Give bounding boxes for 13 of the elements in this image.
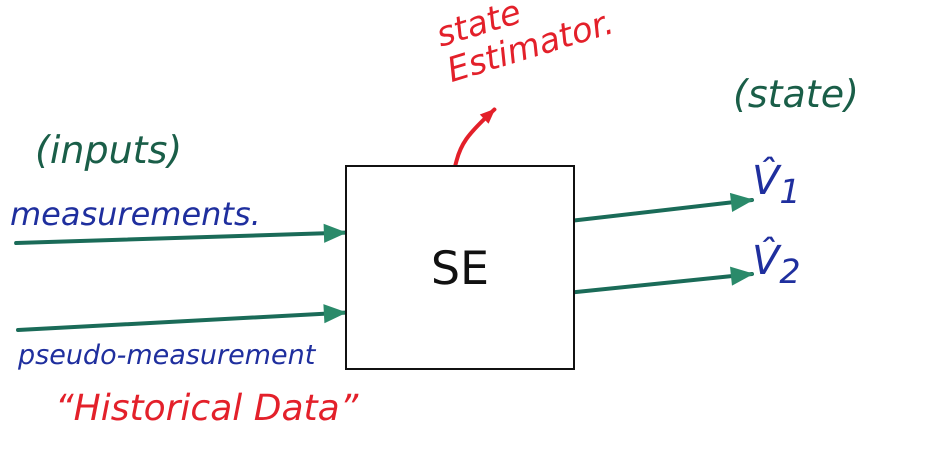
output-label: V̂$_{1}$ [752,158,822,218]
group-label: (state) [733,72,859,116]
group-label: (inputs) [35,128,182,172]
arrow [573,192,754,222]
output-label: V̂$_{2}$ [752,238,822,298]
arrow [453,107,496,167]
input-label: pseudo-measurement [18,340,336,384]
input-label: measurements. [10,195,315,243]
arrow [14,224,347,245]
note-text: “Historical Data” [55,388,358,429]
arrow [16,304,347,332]
process-box: SE [345,165,575,370]
arrow [573,266,754,294]
